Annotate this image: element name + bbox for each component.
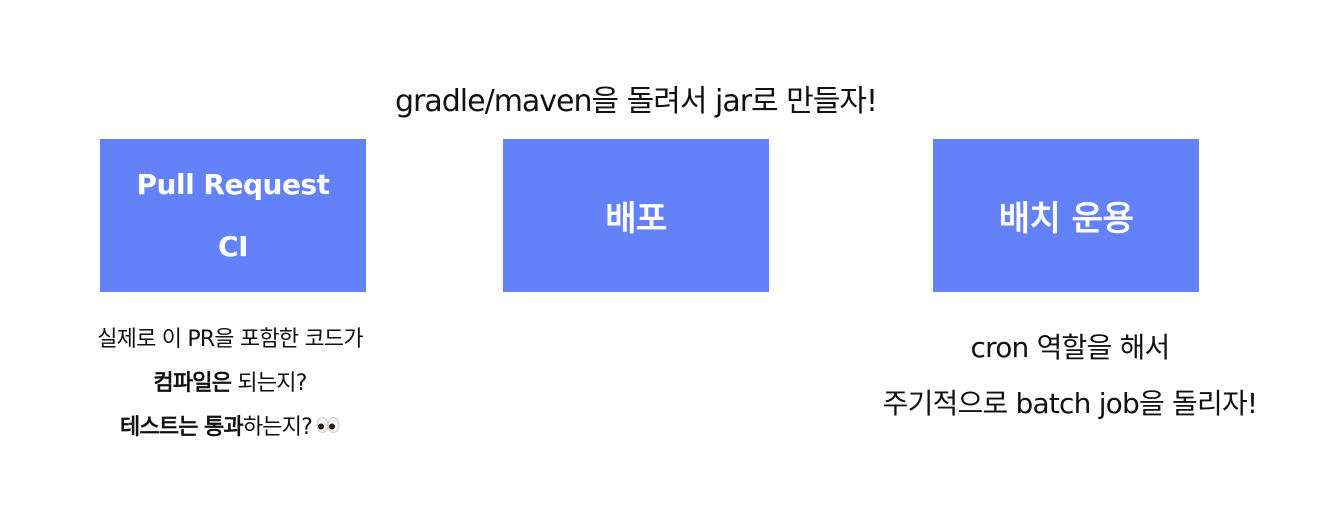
batch-note: cron 역할을 해서 주기적으로 batch job을 돌리자! [840,320,1300,432]
pr-note-line-2-rest: 되는지? [231,371,307,396]
pr-note-test: 테스트는 [119,415,199,440]
pr-note-line-3-rest: 하는지? [242,415,313,440]
pr-note-line-3: 테스트는 통과하는지? [40,406,420,450]
pr-note-line-1: 실제로 이 PR을 포함한 코드가 [97,327,363,352]
pr-note: 실제로 이 PR을 포함한 코드가 컴파일은 되는지? 테스트는 통과하는지? [40,318,420,450]
batch-box-label: 배치 운용 [998,199,1134,239]
deploy-caption: gradle/maven을 돌려서 jar로 만들자! [394,84,878,119]
pr-note-compile: 컴파일은 [153,371,232,396]
deploy-box: 배포 [503,139,769,292]
batch-box: 배치 운용 [933,139,1199,292]
pull-request-ci-box: Pull Request CI [100,139,366,292]
eyes-icon [316,406,340,450]
pr-box-subtitle: CI [218,229,248,263]
batch-note-line-2: 주기적으로 batch job을 돌리자! [882,387,1259,420]
pr-note-pass: 통과 [203,415,244,440]
pr-box-title: Pull Request [136,167,330,201]
pr-note-line-2: 컴파일은 되는지? [40,362,420,406]
deploy-box-label: 배포 [605,199,667,239]
batch-note-line-1: cron 역할을 해서 [970,331,1171,364]
